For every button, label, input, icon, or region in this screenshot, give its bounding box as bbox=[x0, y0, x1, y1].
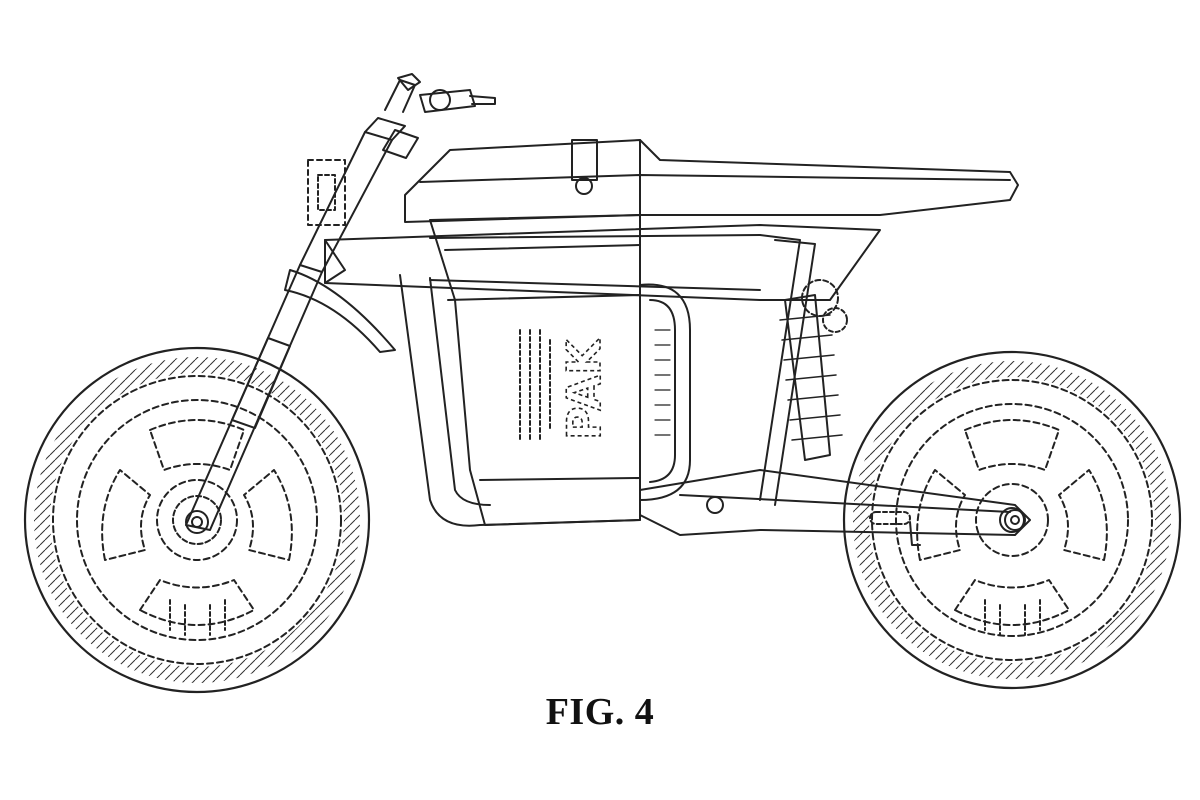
front-wheel bbox=[23, 346, 371, 694]
swingarm bbox=[639, 469, 1031, 546]
battery-label: PAK bbox=[557, 337, 611, 440]
battery-pack bbox=[429, 214, 691, 526]
rear-shock bbox=[779, 279, 848, 461]
figure-caption: FIG. 4 bbox=[545, 691, 655, 733]
frame-body bbox=[324, 139, 1019, 527]
front-fork bbox=[185, 73, 496, 534]
